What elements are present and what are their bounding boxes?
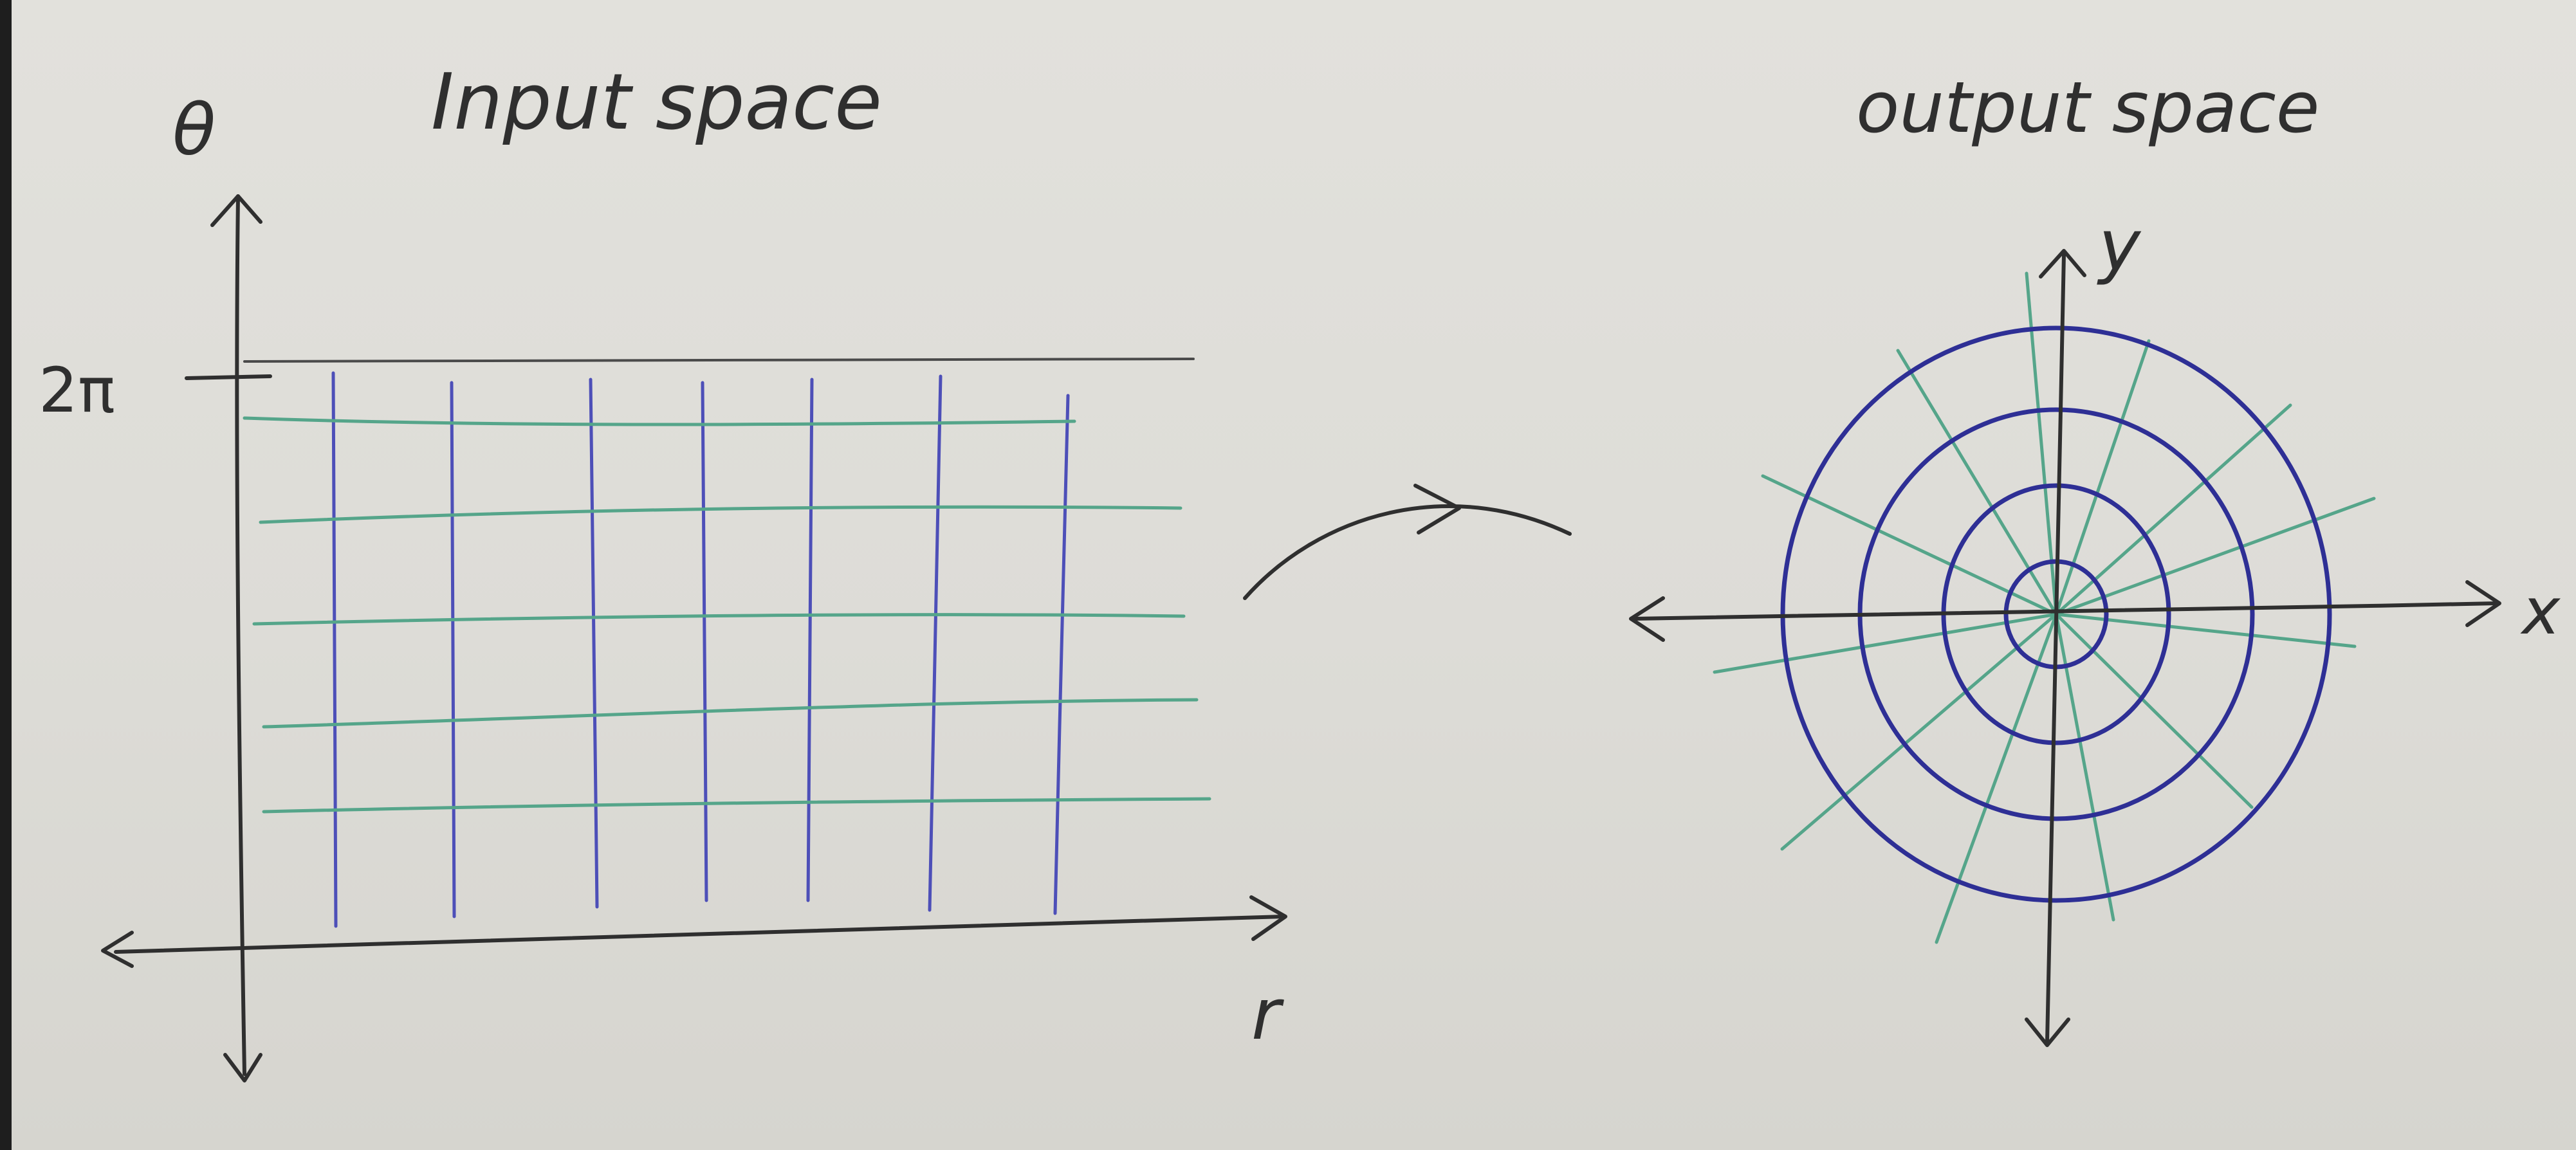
two-pi-tick — [185, 374, 272, 380]
y-axis-down-arrowhead — [2025, 1018, 2070, 1047]
theta-line — [259, 505, 1182, 524]
theta-axis-label: θ — [172, 89, 216, 171]
mapping-arrow-shaft — [1243, 504, 1572, 600]
r-line — [928, 374, 943, 912]
curved-arrow-icon — [1243, 484, 1572, 600]
y-axis — [2045, 252, 2066, 1044]
r-line — [450, 381, 456, 918]
x-axis — [1632, 601, 2498, 621]
theta-line — [243, 416, 1076, 426]
theta-axis — [235, 194, 246, 1076]
mapping-arrowhead — [1413, 484, 1461, 534]
paper-edge — [0, 0, 12, 1150]
r-axis-label: r — [1251, 973, 1284, 1055]
output-space-panel: output space y — [1629, 66, 2561, 1047]
radial-theta-lines — [1713, 271, 2376, 944]
constant-theta-lines — [243, 416, 1211, 814]
r-line — [1053, 394, 1070, 915]
x-axis-left-arrowhead — [1629, 596, 1665, 642]
radial-line — [1896, 349, 2058, 616]
output-space-title: output space — [1856, 66, 2319, 149]
r-line — [701, 381, 708, 902]
radial-line — [1935, 612, 2058, 944]
y-axis-label: y — [2097, 205, 2142, 287]
r-axis-right-arrowhead — [1249, 895, 1287, 941]
radial-line — [1780, 612, 2058, 851]
theta-axis-down-arrowhead — [223, 1053, 262, 1082]
x-axis-right-arrowhead — [2465, 580, 2501, 627]
x-axis-label: x — [2520, 574, 2561, 649]
theta-line — [262, 698, 1199, 729]
radial-line — [2054, 497, 2376, 616]
r-line — [589, 378, 599, 909]
two-pi-tick-label: 2π — [39, 354, 115, 426]
r-line — [806, 378, 814, 902]
theta-line — [262, 797, 1211, 814]
y-axis-up-arrowhead — [2039, 249, 2086, 278]
radial-line — [2054, 339, 2151, 616]
constant-r-lines — [331, 371, 1070, 928]
input-space-panel: Input space θ r 2π — [39, 58, 1287, 1082]
r-axis-left-arrowhead — [101, 931, 134, 968]
r-axis — [114, 915, 1285, 954]
radial-line — [2054, 612, 2254, 809]
r-line — [331, 371, 338, 928]
theta-line — [252, 613, 1186, 626]
two-pi-boundary-line — [243, 358, 1195, 363]
radial-line — [1761, 474, 2058, 616]
radial-line — [1713, 612, 2058, 674]
theta-axis-up-arrowhead — [210, 194, 262, 227]
input-space-title: Input space — [431, 58, 882, 147]
